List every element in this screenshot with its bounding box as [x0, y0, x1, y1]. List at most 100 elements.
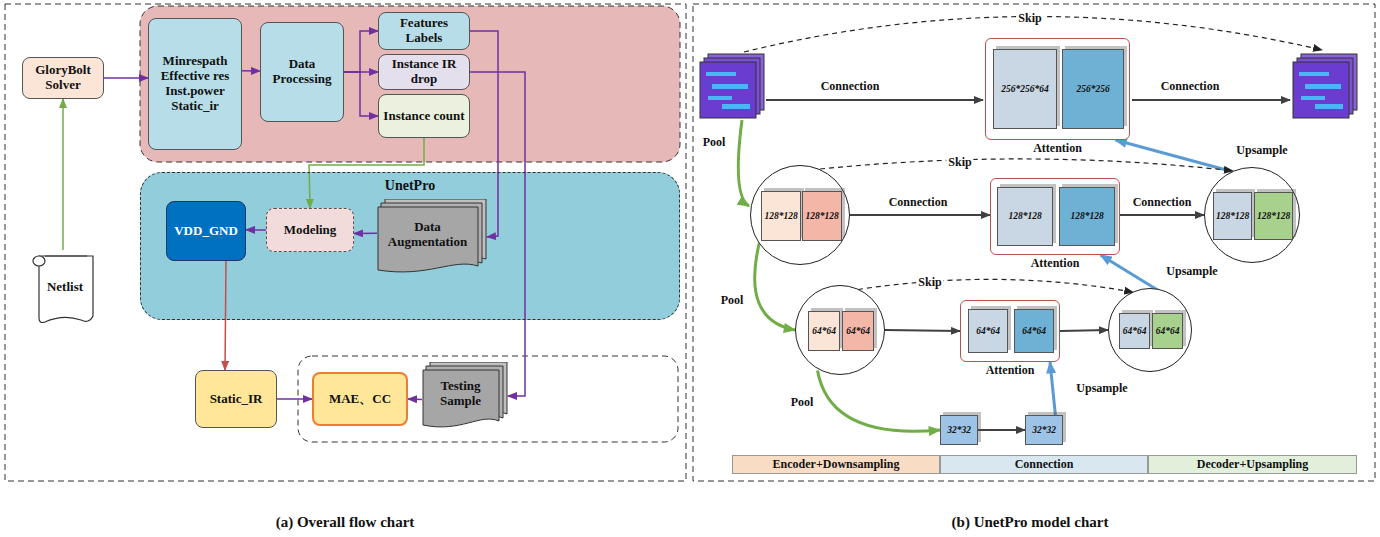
bottleneck-cube: 32*32 — [1025, 415, 1063, 445]
node-text: 32*32 — [1032, 425, 1056, 435]
connector — [309, 138, 424, 208]
node-text: Features Labels — [382, 16, 466, 46]
document-stack: Data Augmentation — [377, 199, 487, 275]
attention-box: Attention64*6464*64 — [960, 300, 1060, 362]
process-box: Data Processing — [260, 22, 344, 122]
node-text: 64*64 — [1022, 326, 1046, 336]
output-image — [1293, 54, 1357, 118]
data-region — [140, 6, 680, 162]
decoration — [708, 96, 732, 100]
legend-swatch: Connection — [940, 455, 1148, 474]
node-text: VDD_GND — [174, 224, 238, 239]
feature-map: 128*128 — [1059, 187, 1115, 246]
connector — [850, 214, 990, 216]
decoder-circle: 128*128 128*128 — [1204, 167, 1300, 263]
legend-swatch: Encoder+Downsampling — [732, 455, 940, 474]
decoration — [706, 72, 736, 76]
model-group: UnetProVDD_GND Modeling Data Augmentation — [140, 172, 680, 320]
decoration — [1305, 84, 1341, 89]
connector — [62, 99, 64, 250]
connector — [1050, 362, 1055, 415]
decoration — [722, 104, 750, 109]
legend-text: Encoder+Downsampling — [773, 457, 900, 472]
edge-label: Upsample — [1164, 264, 1219, 279]
attention-box: Attention256*256*64256*256 — [985, 38, 1130, 140]
connector — [885, 330, 960, 331]
connector — [1060, 330, 1108, 331]
node-text: 128*128 — [1216, 211, 1249, 221]
feature-map: 128*128 — [1254, 192, 1293, 240]
node-text: 64*64 — [846, 326, 870, 336]
feature-map: 128*128 — [761, 191, 801, 241]
feature-map: 128*128 — [997, 187, 1053, 246]
node-text: Modeling — [284, 223, 337, 238]
connector — [1101, 255, 1159, 291]
feature-map: 64*64 — [808, 311, 840, 351]
connector — [408, 398, 422, 400]
solver-box: GloryBolt Solver — [22, 57, 104, 99]
feature-map: 64*64 — [968, 309, 1008, 353]
panel-frame — [5, 4, 686, 481]
legend-swatch: Decoder+Upsampling — [1148, 455, 1357, 474]
node-text: 32*32 — [947, 425, 971, 435]
edge-label: Connection — [887, 195, 950, 210]
feature-map: 128*128 — [802, 191, 842, 241]
feature-map: 64*64 — [842, 311, 874, 351]
node-text: 128*128 — [1070, 211, 1103, 221]
connector — [818, 371, 941, 432]
decoration — [1299, 72, 1329, 76]
node-text: UnetPro — [141, 178, 679, 194]
shape — [423, 370, 499, 427]
input-box: Minrespath Effective res Inst.power Stat… — [148, 18, 242, 150]
connector — [224, 261, 226, 370]
feature-map: 256*256*64 — [993, 49, 1057, 129]
edge-label: Skip — [946, 155, 973, 170]
output-box: Features Labels — [378, 12, 470, 50]
connector — [344, 72, 378, 116]
shape — [45, 255, 87, 256]
connector — [1120, 214, 1204, 216]
pool-arrow — [738, 120, 749, 206]
node-text: Testing Sample — [425, 379, 496, 409]
edge-label: Upsample — [1234, 143, 1289, 158]
encoder-circle: 128*128 128*128 — [750, 165, 850, 265]
node-text: 256*256 — [1076, 84, 1109, 94]
node-text: 128*128 — [1257, 211, 1290, 221]
model-region — [140, 172, 680, 320]
caption: (a) Overall flow chart — [274, 514, 417, 531]
node-text: Attention — [986, 141, 1129, 156]
feature-map: 64*64 — [1152, 313, 1183, 349]
edge-label: Upsample — [1074, 381, 1129, 396]
connector — [277, 398, 312, 400]
decoration — [1315, 104, 1343, 109]
node-text: 128*128 — [764, 211, 797, 221]
node-text: 128*128 — [1008, 211, 1041, 221]
connector — [820, 159, 1233, 171]
node-text: 128*128 — [805, 211, 838, 221]
connection-arrow — [1132, 99, 1290, 101]
node-text: Attention — [991, 256, 1119, 271]
edge-label: Pool — [789, 395, 816, 410]
feature-map: 128*128 — [1213, 192, 1252, 240]
decoration — [1301, 96, 1325, 100]
node-text: Data Processing — [264, 57, 340, 87]
decoder-circle: 64*64 64*64 — [1108, 288, 1192, 372]
shape — [39, 256, 93, 323]
feature-map: 64*64 — [1119, 313, 1150, 349]
annotation: Connection — [1159, 79, 1222, 94]
test-region — [298, 356, 678, 442]
output-box: Instance IR drop — [378, 54, 470, 90]
panel-frame — [693, 4, 1375, 481]
node-text: Minrespath Effective res Inst.power Stat… — [152, 54, 238, 114]
node-text: Netlist — [47, 279, 83, 295]
legend-text: Decoder+Upsampling — [1197, 457, 1309, 472]
connector — [344, 31, 378, 72]
node-text: 64*64 — [976, 326, 1000, 336]
document-stack: Testing Sample — [422, 362, 508, 430]
edge-label: Skip — [916, 275, 943, 290]
node-text: 64*64 — [1123, 326, 1147, 336]
connector — [246, 229, 266, 231]
annotation: Pool — [701, 135, 728, 150]
legend-text: Connection — [1015, 457, 1074, 472]
